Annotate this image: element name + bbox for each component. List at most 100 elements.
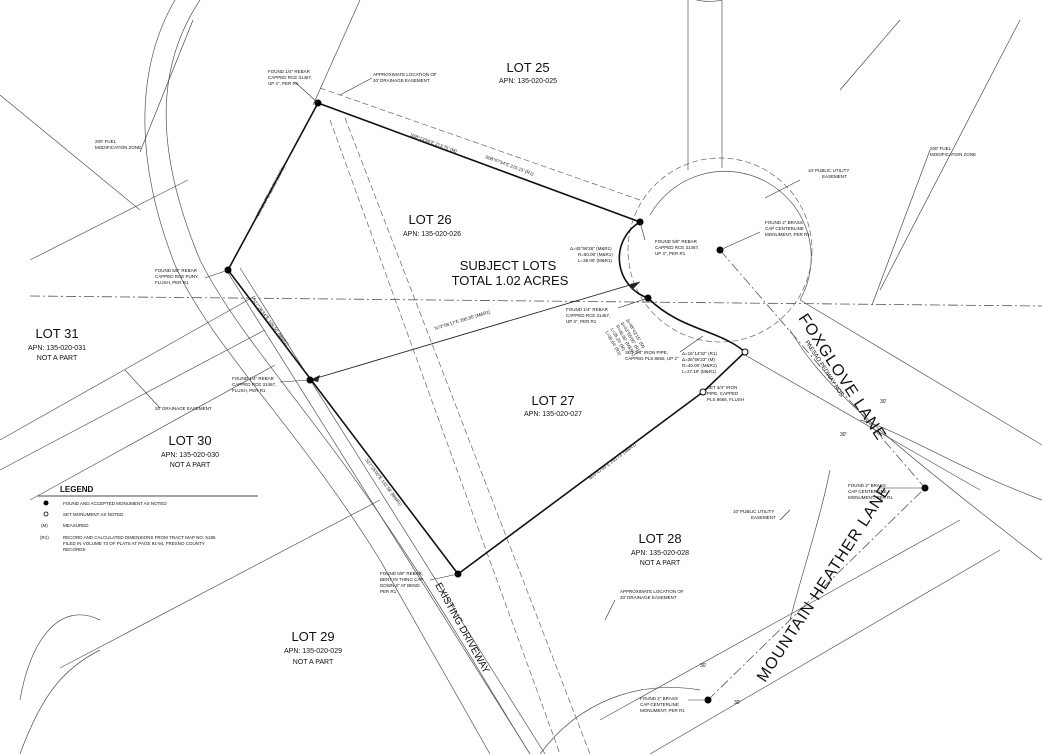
lot-25-name: LOT 25 [506,60,549,75]
monuments [224,99,929,704]
subject-line2: TOTAL 1.02 ACRES [452,273,569,288]
lot-line-27-26 [309,281,641,381]
legend-item: SET MONUMENT AS NOTED [63,512,124,517]
bearing-label: N39°40'17"E 110.83' (M&R1) [254,165,286,219]
note-line: FLUSH, PER R1 [232,388,266,393]
note-line: FOUND 5/8" REBAR [155,268,198,273]
note-line: MODIFICATION ZONE [95,145,141,150]
road-edge [799,299,1042,446]
note-line: FLUSH, PER R1 [155,280,189,285]
dim-label: 30' [880,399,887,405]
note-line: FOUND 1/4" REBAR [268,69,311,74]
road-edge [649,549,1001,754]
cul-de-sac-inner [649,170,812,301]
note-n12: Δ=16°14'32" (R1) Δ=36°56'33" (M) R=40.00… [682,351,717,374]
note-n20: FOUND 2" BRASS CAP CENTERLINE MONUMENT, … [640,696,685,713]
road-edge [539,687,701,754]
legend-title: LEGEND [60,485,94,494]
note-line: CAPPED PLS 8656, UP 2" [625,356,679,361]
note-n7: FOUND 2" BRASS CAP CENTERLINE MONUMENT, … [765,220,810,237]
dim-label: 30' [840,432,847,438]
legend-item: RECORD AND CALCULATED DIMENSIONS FROM TR… [63,535,216,540]
leader-line [429,573,459,581]
note-line: Δ=45°56'26" (M&R1) [570,246,612,251]
note-line: 10' PUBLIC UTILITY [733,509,774,514]
note-line: FOUND 2" BRASS [640,696,678,701]
leader-line [639,221,646,241]
lot-30-apn: APN: 135-020-030 [161,452,219,459]
leader-line [839,19,901,91]
note-n11: SET 3/4" IRON PIPE, CAPPED PLS 8656, UP … [625,350,679,361]
note-n16: FOUND 2" BRASS CAP CENTERLINE MONUMENT, … [848,483,893,500]
set-monument-icon [741,348,749,356]
set-monument-icon [699,388,707,396]
note-line: FOUND 1/4" REBAR [232,376,275,381]
road-edge [599,519,961,721]
note-line: 20' DRAINAGE EASEMENT [373,78,430,83]
bearing-label: N53°47'05"E 255.73' (M&R1) [588,442,638,481]
note-n19: FOUND 5/8" REBAR, BENT IN THING CAP DOWN… [380,571,423,594]
leader-line [339,77,373,96]
boundary-line [227,269,459,575]
cul-de-sac-outer [627,157,813,343]
note-line: 20' DRAINAGE EASEMENT [155,406,212,411]
subject-line1: SUBJECT LOTS [460,258,557,273]
note-n15: 20' DRAINAGE EASEMENT [155,406,212,411]
lot-30-name: LOT 30 [168,433,211,448]
notes: FOUND 1/4" REBAR CAPPED RCE 31467, UP 4"… [95,69,976,713]
lot-line [312,0,361,106]
boundary-arc [647,297,746,353]
note-n13: SET 3/4" IRON PIPE, CAPPED PLS 8656, FLU… [707,385,744,402]
note-line: MONUMENT, PER R1 [848,495,893,500]
note-line: UP 4", PER R1 [655,251,686,256]
note-line: R=40.00' (M&R1) [682,363,717,368]
note-n1: FOUND 1/4" REBAR CAPPED RCE 31467, UP 4"… [268,69,312,86]
bearing-label: N72°05'17"E 295.95' (M&R1) [434,309,492,331]
note-n4: 10' PUBLIC UTILITY EASEMENT [808,168,849,179]
note-line: 200' FUEL [930,146,952,151]
note-line: CAPPED RCE 31467, [268,75,312,80]
note-line: FOUND 2" BRASS [848,483,886,488]
street-labels: FOXGLOVE LANE PAESAO PEDWAY NOS MOUNTAIN… [432,311,894,685]
note-line: PER R1 [380,589,397,594]
note-line: CAP CENTERLINE [640,702,679,707]
existing-driveway-label: EXISTING DRIVEWAY [432,581,491,676]
road-edge [688,0,723,2]
note-n5: 200' FUEL MODIFICATION ZONE [930,146,976,157]
driveway-edge [224,267,531,754]
note-line: PLS 8656, FLUSH [707,397,744,402]
lot-28-note: NOT A PART [640,560,681,567]
leader-line [279,379,311,383]
road-edge [744,354,981,491]
leader-line [139,19,194,153]
leader-line [204,269,229,279]
road-edge [165,0,531,754]
leader-line [764,179,801,199]
drainage-easement [329,119,561,754]
lot-31-name: LOT 31 [35,326,78,341]
lot-29-name: LOT 29 [291,629,334,644]
note-line: CAP CENTERLINE [848,489,887,494]
leader-line [779,509,791,521]
dimension-labels: 30' 30' 30' 30' [700,399,887,706]
lot-27-apn: APN: 135-020-027 [524,411,582,418]
note-line: DOWN 6" AT BEND [380,583,420,588]
note-line: PIPE, CAPPED [707,391,739,396]
note-line: EASEMENT [822,174,847,179]
note-line: 200' FUEL [95,139,117,144]
lot-31-apn: APN: 135-020-031 [28,345,86,352]
legend-item: FILED IN VOLUME 73 OF PLATS AT PAGE 91-9… [63,541,205,546]
curve-data: Δ=48°42'15" (M) Δ=43°55'00" (R1) R=40.00… [604,318,646,357]
dim-label: 30' [734,700,741,706]
centerline [719,249,926,489]
note-n10: FOUND 1/4" REBAR CAPPED RCE 31467, UP 3"… [566,307,610,324]
note-line: SET 3/4" IRON [707,385,737,390]
note-line: FOUND 2" BRASS [765,220,803,225]
easement-line [319,87,641,201]
legend-symbol: (M) [41,523,48,528]
note-line: CAPPED RCE PUNY, [155,274,199,279]
centerline [707,487,926,701]
road-edge [19,649,101,754]
leader-line [679,335,704,353]
drainage-easement [344,117,591,754]
